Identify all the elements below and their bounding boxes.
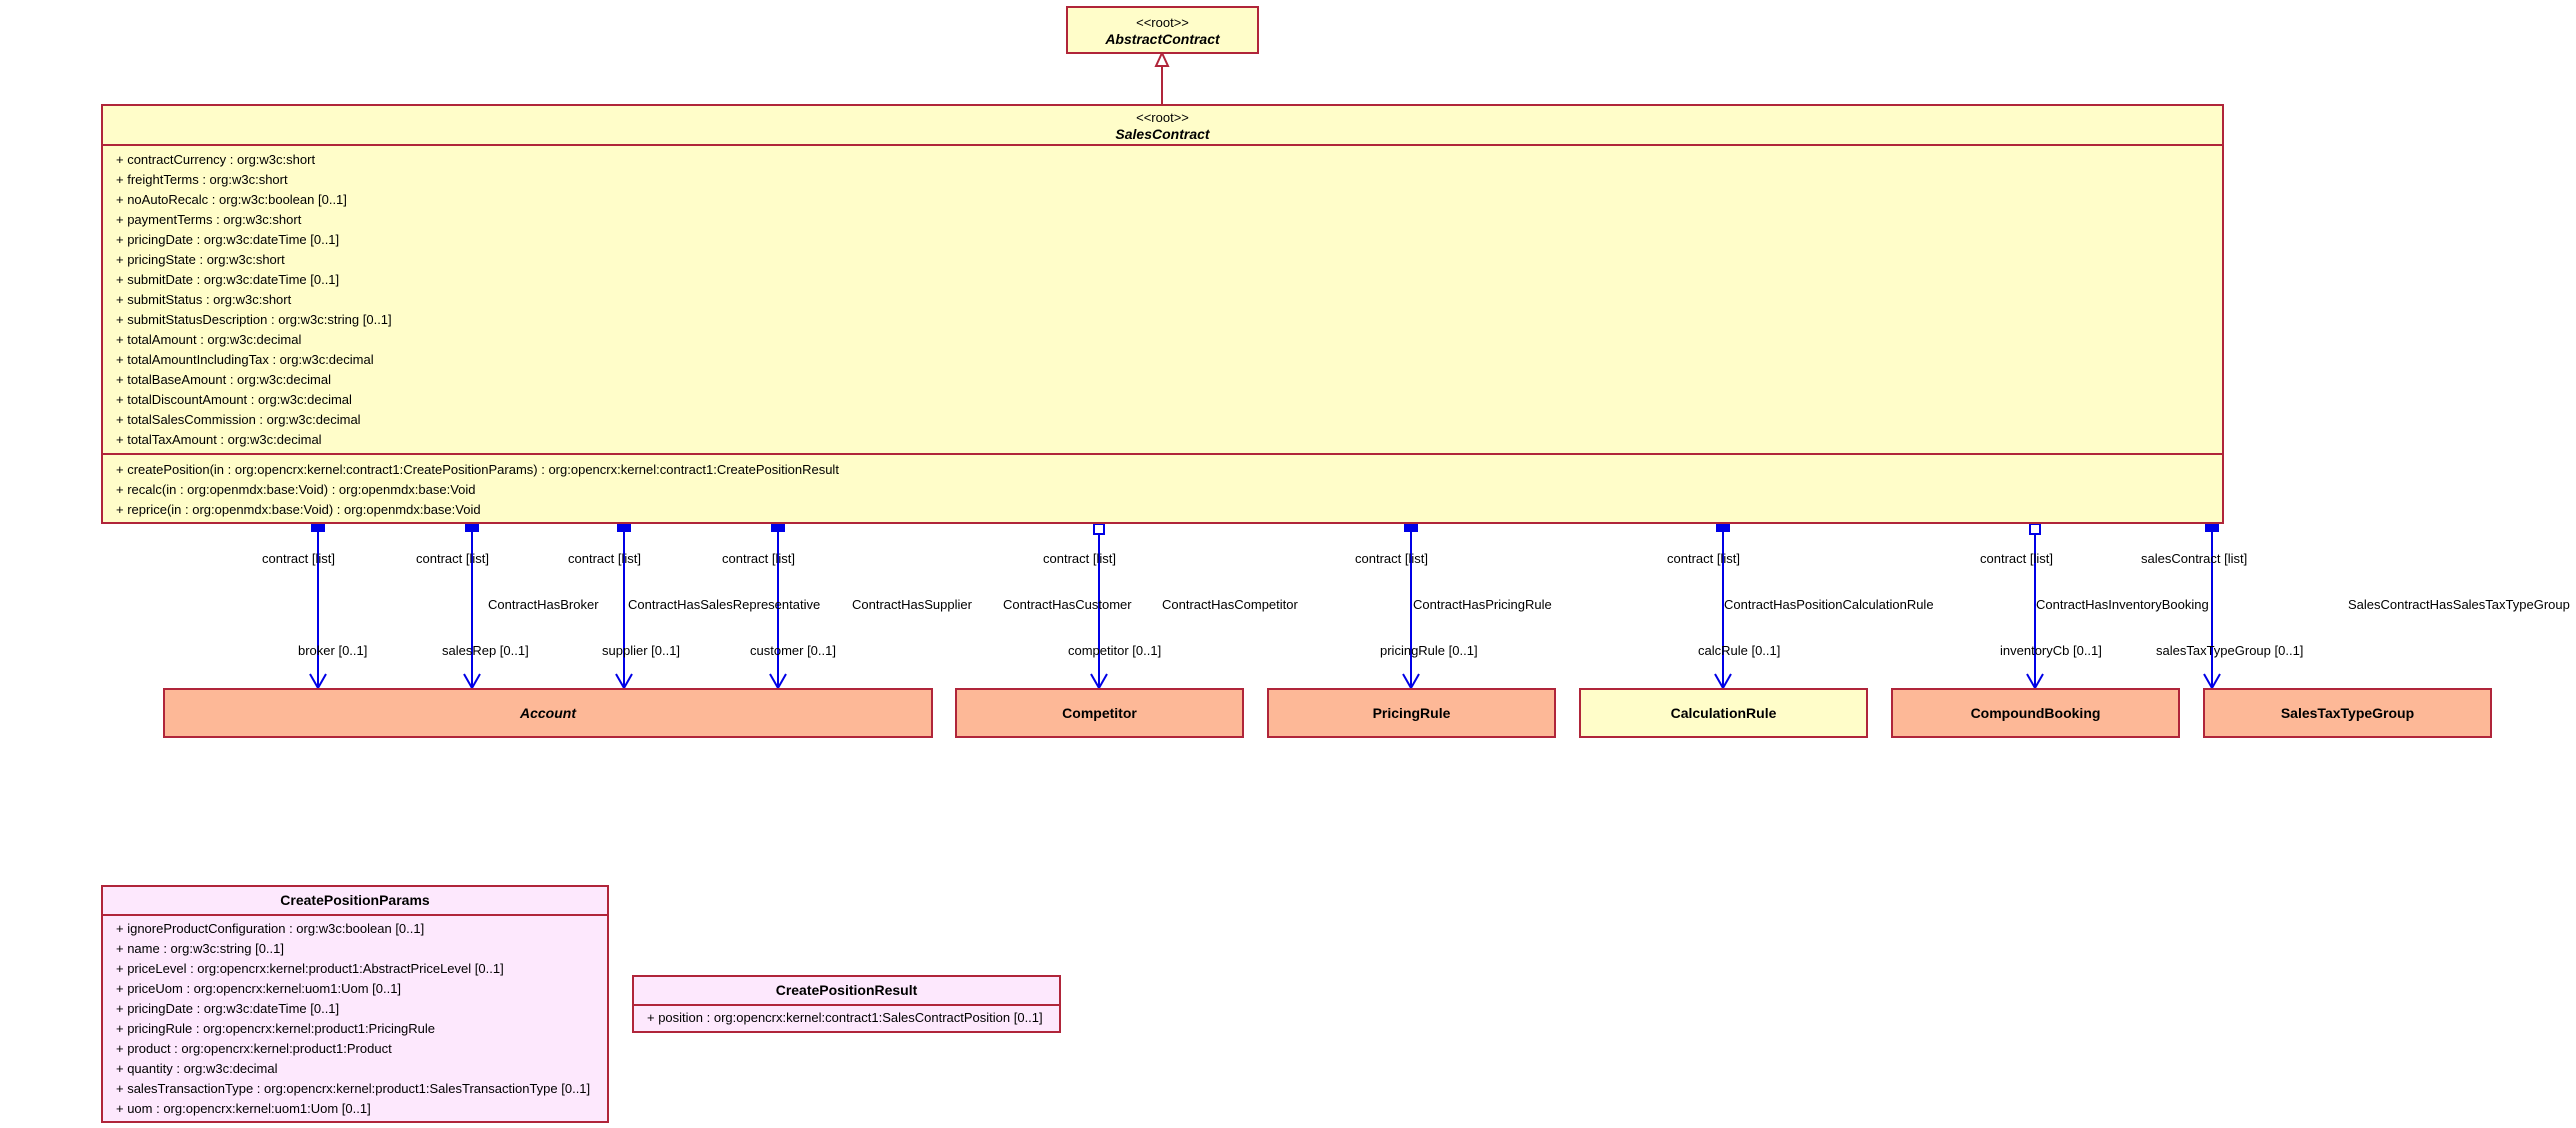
attribute: + totalAmountIncludingTax : org:w3c:deci… [116, 352, 374, 367]
role-label: contract [list] [722, 551, 795, 566]
stereotype: <<root>> [1136, 110, 1189, 125]
role-label: salesRep [0..1] [442, 643, 529, 658]
class-name: CreatePositionParams [280, 892, 430, 908]
competitor-class[interactable]: Competitor [955, 688, 1244, 738]
role-label: contract [list] [1667, 551, 1740, 566]
role-label: calcRule [0..1] [1698, 643, 1781, 658]
class-name: CalculationRule [1670, 705, 1777, 721]
association-name: ContractHasSalesRepresentative [628, 597, 821, 612]
association-name: ContractHasBroker [488, 597, 599, 612]
operation: + recalc(in : org:openmdx:base:Void) : o… [116, 482, 476, 497]
calculation-rule-class[interactable]: CalculationRule [1579, 688, 1868, 738]
attribute: + totalDiscountAmount : org:w3c:decimal [116, 392, 352, 407]
edge-inventory [2026, 523, 2044, 691]
role-label: contract [list] [262, 551, 335, 566]
role-label: inventoryCb [0..1] [2000, 643, 2102, 658]
association-name: ContractHasSupplier [852, 597, 972, 612]
attribute: + name : org:w3c:string [0..1] [116, 941, 284, 956]
association-name: ContractHasPositionCalculationRule [1724, 597, 1934, 612]
attributes-section: + position : org:opencrx:kernel:contract… [634, 1004, 1059, 1032]
association-name: SalesContractHasSalesTaxTypeGroup [2348, 597, 2570, 612]
class-name: SalesTaxTypeGroup [2280, 705, 2415, 721]
create-position-result-class[interactable]: CreatePositionResult + position : org:op… [632, 975, 1061, 1033]
class-name: Competitor [1062, 705, 1137, 721]
sales-contract-class[interactable]: <<root>> SalesContract + contractCurrenc… [101, 104, 2224, 524]
role-label: contract [list] [568, 551, 641, 566]
attribute: + paymentTerms : org:w3c:short [116, 212, 302, 227]
attribute: + quantity : org:w3c:decimal [116, 1061, 278, 1076]
role-label: contract [list] [1043, 551, 1116, 566]
class-name: Account [520, 705, 576, 721]
role-label: pricingRule [0..1] [1380, 643, 1478, 658]
edge-customer [769, 523, 787, 691]
class-name: AbstractContract [1105, 31, 1220, 47]
class-name: CompoundBooking [1970, 705, 2101, 721]
class-name: CreatePositionResult [775, 982, 918, 998]
pricing-rule-class[interactable]: PricingRule [1267, 688, 1556, 738]
role-label: broker [0..1] [298, 643, 368, 658]
abstract-contract-class[interactable]: <<root>> AbstractContract [1066, 6, 1259, 54]
attributes-section: + ignoreProductConfiguration : org:w3c:b… [103, 914, 607, 1123]
role-label: contract [list] [416, 551, 489, 566]
create-position-params-class[interactable]: CreatePositionParams + ignoreProductConf… [101, 885, 609, 1123]
association-name: ContractHasInventoryBooking [2036, 597, 2209, 612]
attribute: + submitStatus : org:w3c:short [116, 292, 292, 307]
edge-broker [309, 523, 327, 691]
edge-sales-rep [463, 523, 481, 691]
role-label: supplier [0..1] [602, 643, 681, 658]
attribute: + freightTerms : org:w3c:short [116, 172, 288, 187]
role-label: customer [0..1] [750, 643, 836, 658]
attribute: + priceUom : org:opencrx:kernel:uom1:Uom… [116, 981, 402, 996]
attribute: + totalBaseAmount : org:w3c:decimal [116, 372, 331, 387]
role-label: salesTaxTypeGroup [0..1] [2156, 643, 2304, 658]
attribute: + ignoreProductConfiguration : org:w3c:b… [116, 921, 425, 936]
association-name: ContractHasPricingRule [1413, 597, 1552, 612]
attribute: + pricingDate : org:w3c:dateTime [0..1] [116, 1001, 340, 1016]
attribute: + product : org:opencrx:kernel:product1:… [116, 1041, 392, 1056]
attributes-section: + contractCurrency : org:w3c:short + fre… [103, 144, 2222, 453]
attribute: + noAutoRecalc : org:w3c:boolean [0..1] [116, 192, 347, 207]
attribute: + totalAmount : org:w3c:decimal [116, 332, 302, 347]
operation: + reprice(in : org:openmdx:base:Void) : … [116, 502, 481, 517]
attribute: + salesTransactionType : org:opencrx:ker… [116, 1081, 591, 1096]
attribute: + position : org:opencrx:kernel:contract… [647, 1010, 1043, 1025]
generalization-edge [1154, 50, 1170, 104]
class-name: PricingRule [1372, 705, 1451, 721]
stereotype: <<root>> [1136, 15, 1189, 30]
account-class[interactable]: Account [163, 688, 933, 738]
operation: + createPosition(in : org:opencrx:kernel… [116, 462, 839, 477]
role-label: contract [list] [1980, 551, 2053, 566]
role-label: competitor [0..1] [1068, 643, 1162, 658]
role-label: salesContract [list] [2141, 551, 2248, 566]
attribute: + uom : org:opencrx:kernel:uom1:Uom [0..… [116, 1101, 371, 1116]
attribute: + pricingDate : org:w3c:dateTime [0..1] [116, 232, 340, 247]
role-label: contract [list] [1355, 551, 1428, 566]
attribute: + submitDate : org:w3c:dateTime [0..1] [116, 272, 340, 287]
association-name: ContractHasCustomer [1003, 597, 1132, 612]
attribute: + totalSalesCommission : org:w3c:decimal [116, 412, 361, 427]
class-name: SalesContract [1115, 126, 1210, 142]
attribute: + contractCurrency : org:w3c:short [116, 152, 316, 167]
attribute: + pricingRule : org:opencrx:kernel:produ… [116, 1021, 436, 1036]
attribute: + priceLevel : org:opencrx:kernel:produc… [116, 961, 504, 976]
association-name: ContractHasCompetitor [1162, 597, 1298, 612]
operations-section: + createPosition(in : org:opencrx:kernel… [103, 453, 2222, 524]
attribute: + pricingState : org:w3c:short [116, 252, 285, 267]
attribute: + submitStatusDescription : org:w3c:stri… [116, 312, 392, 327]
sales-tax-type-group-class[interactable]: SalesTaxTypeGroup [2203, 688, 2492, 738]
compound-booking-class[interactable]: CompoundBooking [1891, 688, 2180, 738]
attribute: + totalTaxAmount : org:w3c:decimal [116, 432, 322, 447]
